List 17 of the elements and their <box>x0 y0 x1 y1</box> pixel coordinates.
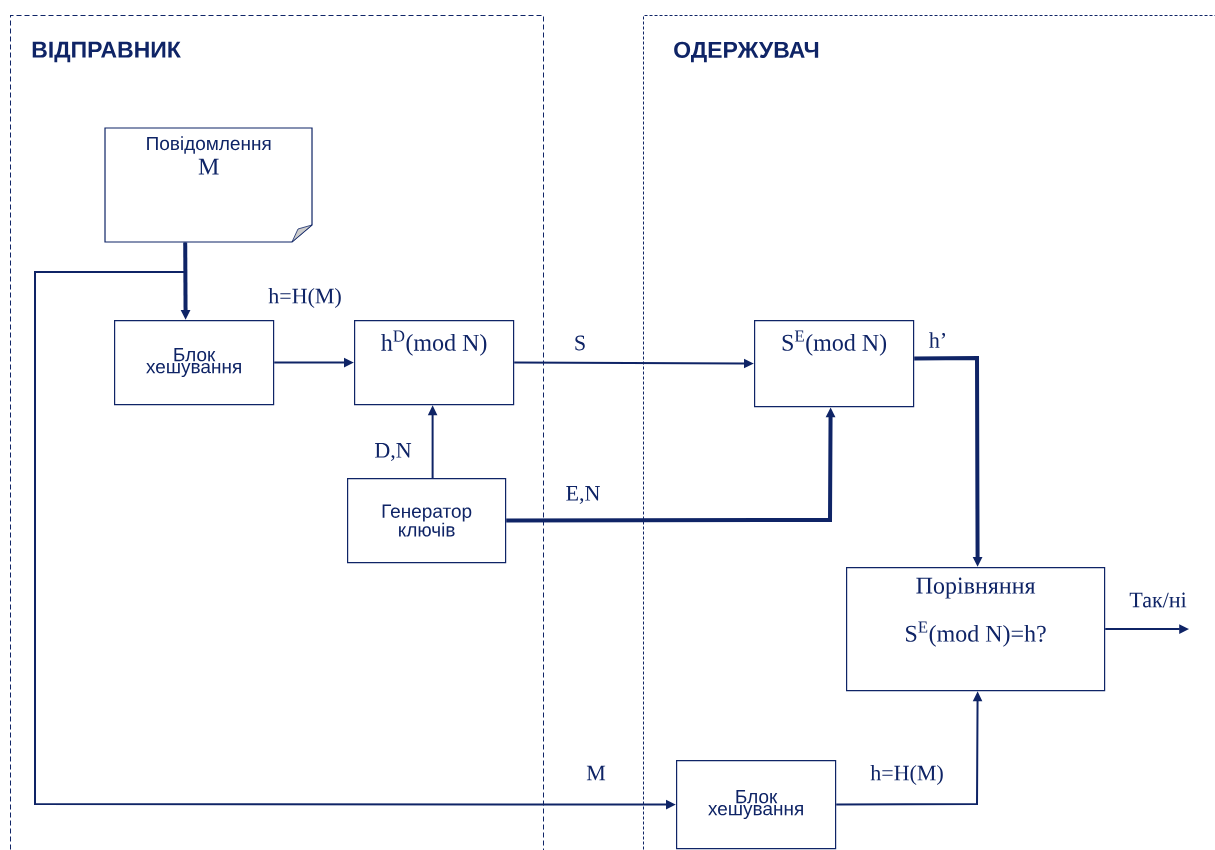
panel-heading: ВІДПРАВНИК <box>32 41 181 63</box>
edge-label: M <box>585 764 607 782</box>
edge-label: D,N <box>373 442 413 462</box>
edge-label: S <box>572 334 588 352</box>
edge-label: h’ <box>927 331 949 349</box>
panel-heading: ОДЕРЖУВАЧ <box>674 41 819 63</box>
process-box: S$^{E}$(mod N) <box>754 320 915 408</box>
edge-label: h=H(M) <box>267 287 343 309</box>
process-box: Блок хешування <box>676 760 837 850</box>
process-box: Генератор ключів <box>347 478 507 564</box>
process-box: h$^{D}$(mod N) <box>354 320 515 406</box>
edge-label: h=H(M) <box>869 764 945 786</box>
edge-label: Так/ні <box>1128 591 1188 609</box>
document-box: Повідомлення M <box>104 127 313 243</box>
process-box: Порівняння S$^{E}$(mod N)=h? <box>846 567 1106 692</box>
edge-label: E,N <box>564 485 602 505</box>
process-box: Блок хешування <box>114 320 275 406</box>
